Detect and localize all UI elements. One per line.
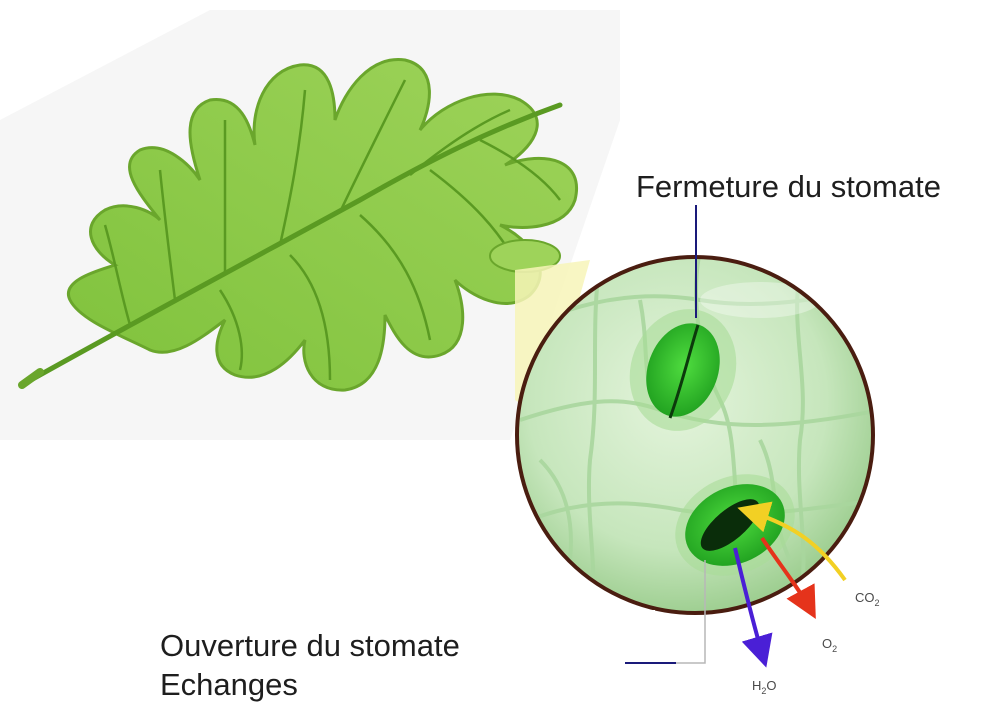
h2o-label: H2O xyxy=(752,678,777,696)
exchanges-label: Echanges xyxy=(160,665,298,705)
closing-label: Fermeture du stomate xyxy=(636,167,941,207)
co2-label: CO2 xyxy=(855,590,880,608)
opening-label: Ouverture du stomate xyxy=(160,626,460,666)
o2-label: O2 xyxy=(822,636,837,654)
callout-mask xyxy=(625,610,655,660)
